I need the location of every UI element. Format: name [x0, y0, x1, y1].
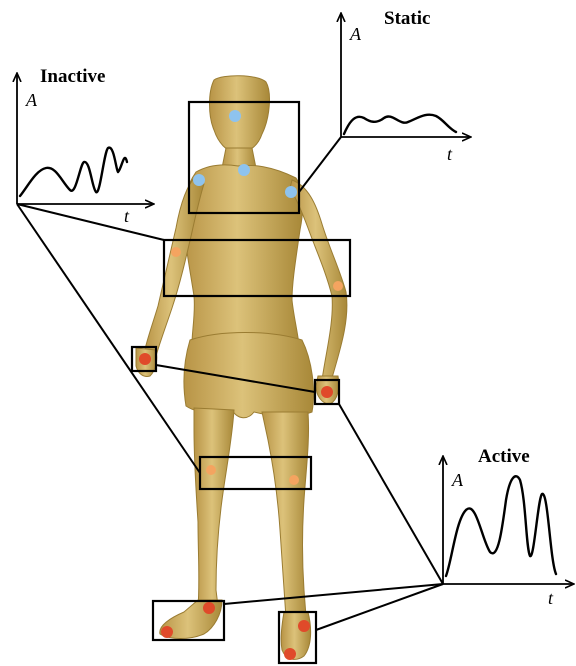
marker-right-ankle: [298, 620, 310, 632]
marker-head: [229, 110, 241, 122]
static-time-label: t: [447, 144, 453, 164]
active-plot: Active A t: [443, 446, 573, 608]
active-time-label: t: [548, 588, 554, 608]
inactive-label: Inactive: [40, 66, 105, 87]
marker-right-elbow: [333, 281, 343, 291]
inactive-time-label: t: [124, 206, 130, 226]
marker-chest: [238, 164, 250, 176]
active-signal-curve: [446, 476, 556, 576]
inactive-signal-curve: [20, 148, 127, 196]
inactive-amplitude-label: A: [25, 90, 38, 110]
static-amplitude-label: A: [349, 24, 362, 44]
marker-left-knee: [206, 465, 216, 475]
marker-left-shoulder: [193, 174, 205, 186]
marker-right-wrist: [321, 386, 333, 398]
active-label: Active: [478, 446, 530, 467]
marker-right-toe: [284, 648, 296, 660]
figure-right-leg: [262, 412, 309, 618]
marker-left-wrist: [139, 353, 151, 365]
figure-shorts: [184, 333, 314, 418]
static-plot: Static A t: [341, 8, 470, 164]
marker-left-elbow: [171, 247, 181, 257]
active-amplitude-label: A: [451, 470, 464, 490]
figure-left-leg: [194, 408, 234, 608]
static-label: Static: [384, 8, 430, 29]
marker-left-ankle: [203, 602, 215, 614]
inactive-plot: Inactive A t: [17, 66, 153, 226]
marker-left-toe: [161, 626, 173, 638]
marker-right-shoulder: [285, 186, 297, 198]
marker-right-knee: [289, 475, 299, 485]
static-signal-curve: [344, 115, 456, 134]
